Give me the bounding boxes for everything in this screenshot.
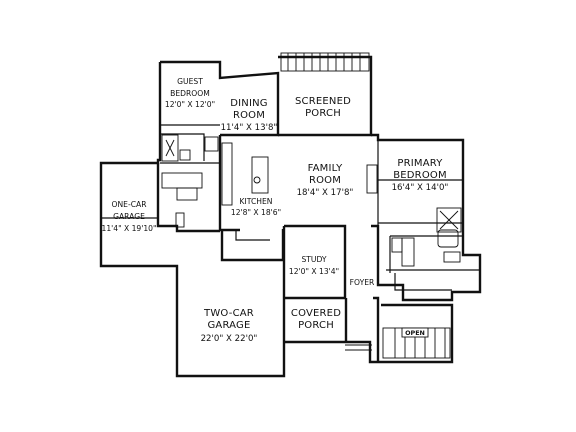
one-car-garage-dims: 11'4" X 19'10" <box>101 224 156 233</box>
covered-porch-name-1: COVERED <box>291 308 341 319</box>
two-car-garage-name-1: TWO-CAR <box>203 308 254 319</box>
label-open-stair: OPEN <box>405 329 425 337</box>
label-covered-porch: COVERED PORCH <box>291 308 341 331</box>
screened-porch-name-1: SCREENED <box>295 96 351 107</box>
primary-bedroom-dims: 16'4" X 14'0" <box>392 183 449 193</box>
covered-porch-name-2: PORCH <box>298 320 334 331</box>
kitchen-island <box>251 156 269 194</box>
label-foyer: FOYER <box>350 278 375 287</box>
label-dining-room: DINING ROOM 11'4" X 13'8" <box>221 98 278 133</box>
interior-walls <box>101 124 480 291</box>
dining-room-name-1: DINING <box>230 98 268 109</box>
covered-porch-steps <box>345 344 372 351</box>
label-study: STUDY 12'0" X 13'4" <box>289 255 339 276</box>
two-car-garage-dims: 22'0" X 22'0" <box>201 334 258 344</box>
primary-bedroom-name-1: PRIMARY <box>397 158 443 169</box>
foyer-name: FOYER <box>350 278 375 287</box>
one-car-garage-name-1: ONE-CAR <box>112 200 148 209</box>
guest-bedroom-name-1: GUEST <box>177 77 203 86</box>
family-room-name-2: ROOM <box>309 175 341 186</box>
kitchen-dims: 12'8" X 18'6" <box>231 208 281 217</box>
fireplace <box>366 164 378 194</box>
family-room-name-1: FAMILY <box>308 163 343 174</box>
label-screened-porch: SCREENED PORCH <box>295 96 351 119</box>
family-room-dims: 18'4" X 17'8" <box>297 188 354 198</box>
two-car-garage-name-2: GARAGE <box>207 320 250 331</box>
label-one-car-garage: ONE-CAR GARAGE 11'4" X 19'10" <box>101 200 156 233</box>
label-family-room: FAMILY ROOM 18'4" X 17'8" <box>297 163 354 198</box>
guest-bedroom-name-2: BEDROOM <box>170 89 210 98</box>
primary-bath-fixtures <box>391 207 462 267</box>
label-kitchen: KITCHEN 12'8" X 18'6" <box>231 197 281 217</box>
label-two-car-garage: TWO-CAR GARAGE 22'0" X 22'0" <box>201 308 258 344</box>
label-guest-bedroom: GUEST BEDROOM 12'0" X 12'0" <box>165 77 215 109</box>
foyer-stair <box>382 327 451 359</box>
study-name: STUDY <box>301 255 326 264</box>
kitchen-counters <box>161 142 233 228</box>
dining-room-name-2: ROOM <box>233 110 265 121</box>
label-primary-bedroom: PRIMARY BEDROOM 16'4" X 14'0" <box>392 158 449 193</box>
open-stair-label: OPEN <box>405 329 425 337</box>
screened-porch-steps <box>280 52 370 72</box>
guest-bath-fixtures <box>161 134 219 162</box>
dining-room-dims: 11'4" X 13'8" <box>221 123 278 133</box>
kitchen-name: KITCHEN <box>240 197 273 206</box>
primary-bedroom-name-2: BEDROOM <box>393 170 447 181</box>
one-car-garage-name-2: GARAGE <box>113 212 145 221</box>
study-dims: 12'0" X 13'4" <box>289 267 339 276</box>
screened-porch-name-2: PORCH <box>305 108 341 119</box>
guest-bedroom-dims: 12'0" X 12'0" <box>165 100 215 109</box>
